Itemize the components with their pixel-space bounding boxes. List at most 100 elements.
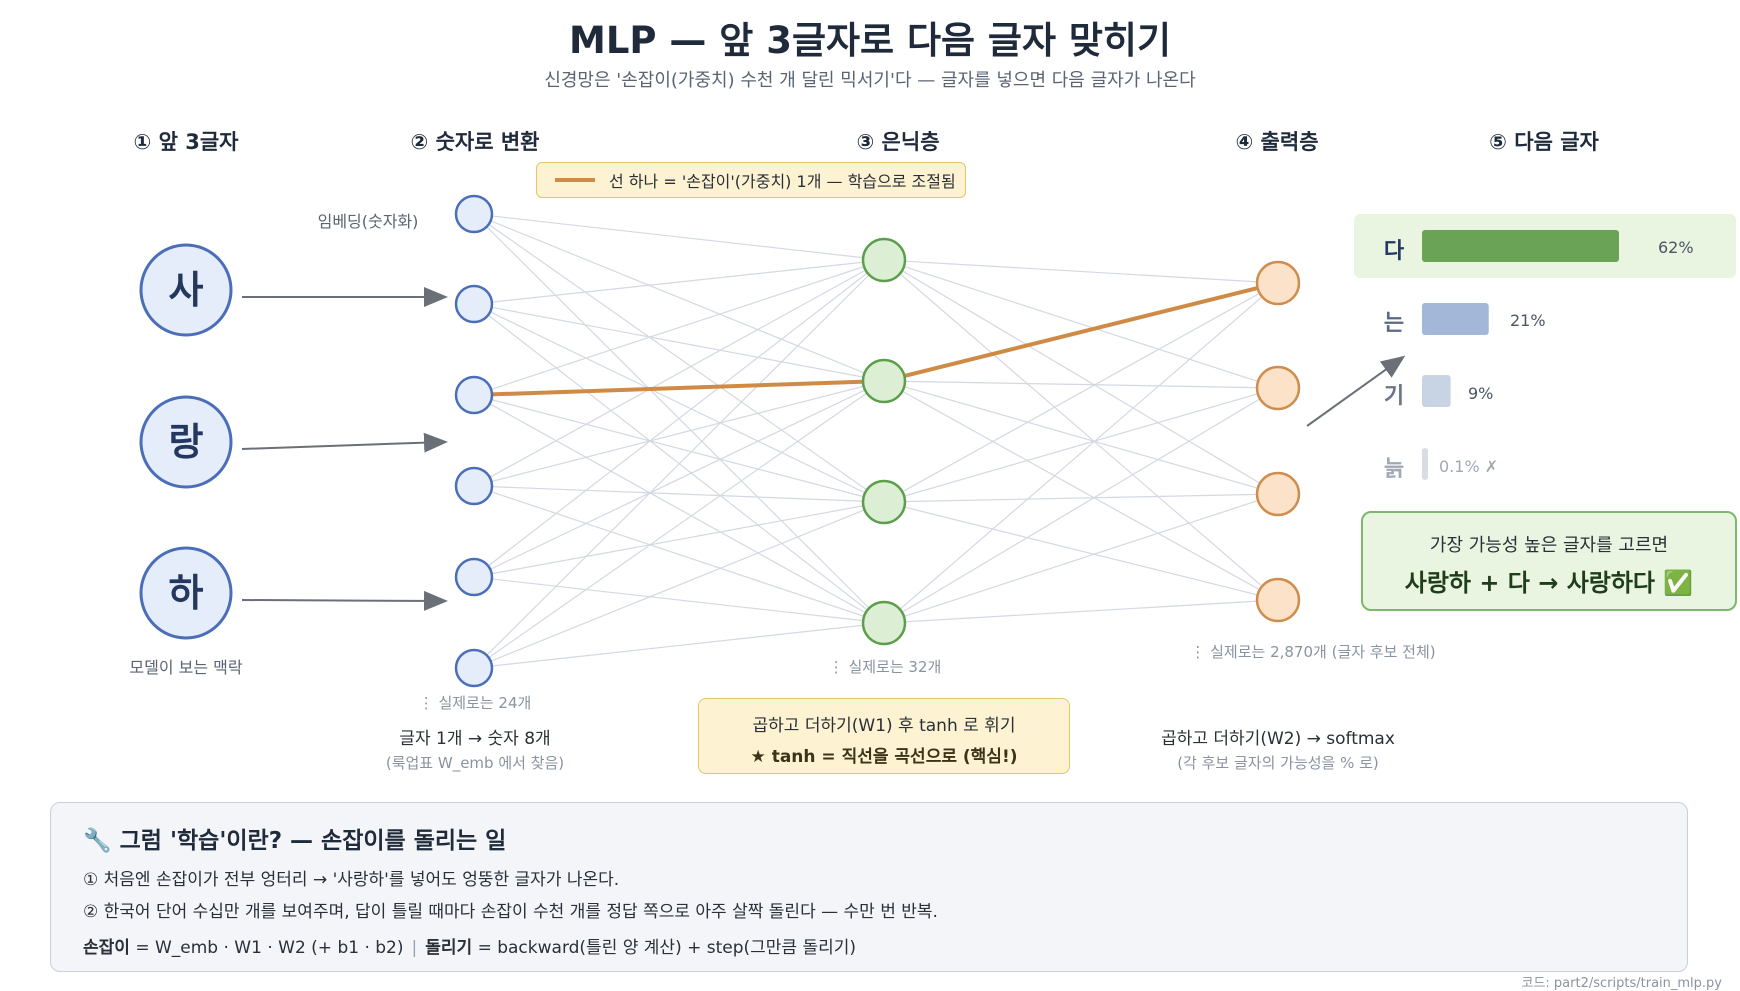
prediction-char: 다	[1383, 239, 1405, 264]
weight-edge	[473, 213, 885, 503]
weight-edge	[883, 387, 1279, 624]
legend-line-swatch	[555, 178, 595, 182]
weight-edge	[473, 501, 885, 669]
weight-edge	[473, 501, 885, 578]
turn-term: 돌리기	[425, 938, 473, 958]
embedding-label: 임베딩(숫자화)	[317, 212, 419, 231]
weight-edge	[883, 282, 1279, 624]
weight-edge	[473, 303, 885, 382]
input-char: 사	[169, 268, 204, 312]
weight-edge	[473, 259, 885, 305]
input-char: 랑	[169, 420, 204, 464]
panel-line1: ① 처음엔 손잡이가 전부 엉터리 → '사랑하'를 넣어도 엉뚱한 글자가 나…	[83, 870, 620, 890]
weight-edge	[883, 493, 1279, 503]
weight-edge	[473, 394, 885, 624]
separator: |	[411, 938, 418, 958]
column-header-next-char: ⑤ 다음 글자	[1489, 130, 1599, 154]
input-arrow	[241, 432, 448, 453]
highlighted-weight-edge	[473, 379, 885, 397]
embedding-node	[454, 284, 494, 324]
weight-edge	[883, 259, 1279, 601]
probability-bar	[1422, 230, 1619, 262]
output-node	[1255, 365, 1301, 411]
embedding-node	[454, 648, 494, 688]
embedding-node	[454, 466, 494, 506]
output-real-count: ⋮ 실제로는 2,870개 (글자 후보 전체)	[1190, 643, 1436, 661]
output-node	[1255, 471, 1301, 517]
weight-edge	[473, 259, 885, 487]
input-char: 하	[169, 571, 204, 615]
weight-edge	[473, 259, 885, 396]
page-title: MLP — 앞 3글자로 다음 글자 맞히기	[569, 19, 1171, 62]
hidden-note-line1: 곱하고 더하기(W1) 후 tanh 로 휘기	[752, 716, 1016, 736]
weight-edge	[473, 259, 885, 578]
weight-edge	[473, 213, 885, 261]
column-header-hidden: ③ 은닉층	[856, 130, 940, 154]
weight-edge	[473, 394, 885, 503]
page-subtitle: 신경망은 '손잡이(가중치) 수천 개 달린 믹서기'다 — 글자를 넣으면 다…	[544, 70, 1196, 91]
weight-edge	[473, 303, 885, 503]
knob-definition: = W_emb · W1 · W2 (+ b1 · b2)	[129, 938, 404, 958]
output-desc-sub: (각 후보 글자의 가능성을 % 로)	[1177, 754, 1379, 772]
weight-edge	[883, 380, 1279, 601]
column-header-embedding: ② 숫자로 변환	[410, 130, 540, 154]
panel-line3: 손잡이 = W_emb · W1 · W2 (+ b1 · b2) | 돌리기 = …	[83, 933, 856, 958]
weight-edge	[473, 380, 885, 578]
learning-panel: 🔧 그럼 '학습'이란? — 손잡이를 돌리는 일 ① 처음엔 손잡이가 전부 …	[50, 802, 1688, 972]
probability-bar	[1422, 375, 1451, 407]
hidden-real-count: ⋮ 실제로는 32개	[828, 658, 942, 676]
weight-edge	[473, 213, 885, 382]
weight-edge	[473, 576, 885, 624]
weight-edge	[473, 259, 885, 669]
weight-edge	[473, 380, 885, 487]
weight-edge	[473, 622, 885, 669]
input-char-node	[139, 243, 233, 337]
embedding-real-count: ⋮ 실제로는 24개	[418, 694, 532, 712]
embedding-desc: 글자 1개 → 숫자 8개	[399, 729, 551, 749]
knob-term: 손잡이	[83, 938, 130, 958]
code-path-footer: 코드: part2/scripts/train_mlp.py	[1521, 976, 1723, 991]
probability-bar	[1422, 448, 1428, 480]
weight-legend: 선 하나 = '손잡이'(가중치) 1개 — 학습으로 조절됨	[536, 162, 966, 198]
prediction-percent: 9%	[1468, 384, 1494, 403]
weight-edge	[883, 259, 1279, 389]
weight-edge	[883, 259, 1279, 495]
weight-edge	[883, 380, 1279, 495]
legend-text: 선 하나 = '손잡이'(가중치) 1개 — 학습으로 조절됨	[609, 172, 956, 191]
result-line1: 가장 가능성 높은 글자를 고르면	[1429, 535, 1669, 556]
weight-edge	[883, 599, 1279, 624]
embedding-desc-sub: (룩업표 W_emb 에서 찾음)	[385, 754, 565, 772]
input-char-node	[139, 395, 233, 489]
hidden-node	[861, 358, 907, 404]
hidden-layer-note: 곱하고 더하기(W1) 후 tanh 로 휘기 ★ tanh = 직선을 곡선으…	[698, 698, 1070, 774]
prediction-percent: 0.1% ✗	[1439, 457, 1499, 476]
prediction-percent: 21%	[1510, 311, 1546, 330]
weight-edge	[883, 259, 1279, 284]
input-arrow	[241, 590, 448, 611]
prediction-char: 기	[1383, 384, 1405, 409]
embedding-node	[454, 557, 494, 597]
prediction-char: 늙	[1383, 457, 1405, 482]
embedding-node	[454, 375, 494, 415]
weight-edge	[883, 380, 1279, 389]
panel-line2: ② 한국어 단어 수십만 개를 보여주며, 답이 틀릴 때마다 손잡이 수천 개…	[83, 902, 938, 922]
panel-heading: 🔧 그럼 '학습'이란? — 손잡이를 돌리는 일	[83, 828, 507, 854]
hidden-note-line2: ★ tanh = 직선을 곡선으로 (핵심!)	[750, 747, 1018, 767]
input-char-node	[139, 546, 233, 640]
hidden-node	[861, 600, 907, 646]
weight-edge	[883, 282, 1279, 503]
result-line2: 사랑하 + 다 → 사랑하다 ✅	[1404, 569, 1694, 597]
output-arrow	[1306, 355, 1406, 427]
highlighted-weight-edge	[883, 281, 1279, 383]
embedding-node	[454, 194, 494, 234]
turn-definition: = backward(틀린 양 계산) + step(그만큼 돌리기)	[472, 938, 857, 958]
prediction-char: 는	[1383, 311, 1405, 336]
weight-edge	[473, 485, 885, 624]
output-node	[1255, 260, 1301, 306]
output-desc: 곱하고 더하기(W2) → softmax	[1161, 729, 1395, 749]
hidden-node	[861, 479, 907, 525]
weight-edge	[883, 387, 1279, 503]
weight-edge	[883, 493, 1279, 624]
output-node	[1255, 577, 1301, 623]
